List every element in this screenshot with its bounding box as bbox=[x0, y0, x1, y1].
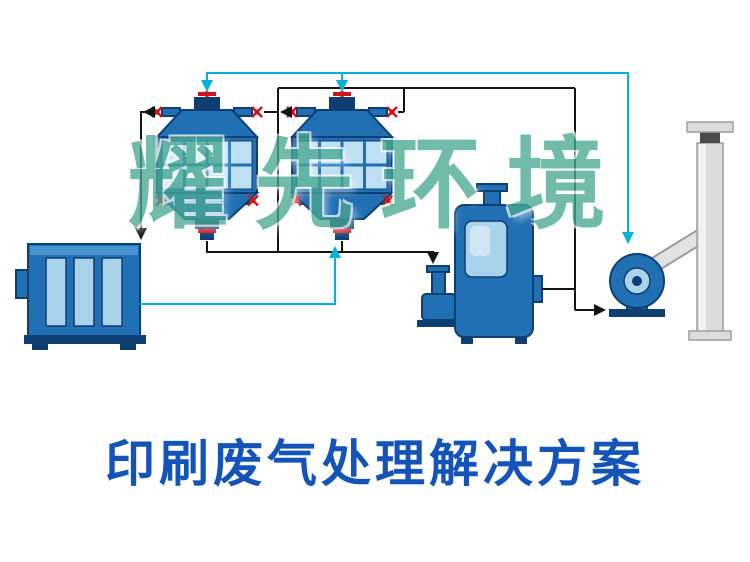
vessel-top-flange bbox=[476, 183, 508, 192]
vessel-outlet-tab bbox=[532, 275, 543, 303]
uv-unit-inlet-tab bbox=[15, 269, 29, 299]
exhaust-chimney bbox=[641, 121, 734, 341]
uv-lamp-panel bbox=[45, 257, 67, 327]
adsorption-tower-1 bbox=[152, 91, 262, 240]
centrifugal-fan bbox=[609, 253, 665, 317]
page-title: 印刷废气处理解决方案 bbox=[105, 434, 645, 493]
chimney-vent-slot bbox=[700, 132, 720, 143]
uv-photolysis-unit bbox=[15, 243, 146, 350]
pipe-lines-cyan bbox=[140, 72, 634, 305]
uv-lamp-panel bbox=[73, 257, 95, 327]
uv-lamp-panel bbox=[101, 257, 123, 327]
vessel-window bbox=[464, 220, 508, 278]
chimney-cap bbox=[686, 121, 734, 133]
pipe-lines-black bbox=[135, 87, 606, 316]
spray-tower-vessel bbox=[454, 183, 543, 344]
fan-hub bbox=[632, 276, 642, 286]
adsorption-tower-2 bbox=[287, 91, 397, 240]
